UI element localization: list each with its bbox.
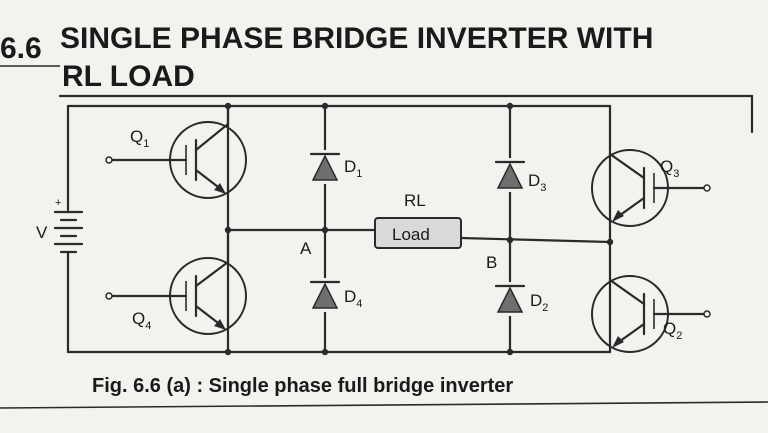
d1-label-name: D: [344, 157, 356, 176]
q3-label: Q3: [660, 157, 679, 180]
dc-source: [53, 210, 84, 254]
d2-label-sub: 2: [542, 302, 548, 314]
diode-d2: [494, 282, 526, 316]
q3-gate-terminal: [703, 184, 711, 192]
load-box-text: Load: [392, 225, 430, 244]
q2-gate-terminal: [703, 310, 711, 318]
transistor-q3: [591, 149, 706, 227]
d4-label-name: D: [344, 287, 356, 306]
d3-label-sub: 3: [540, 182, 546, 194]
q1-label-name: Q: [130, 127, 143, 146]
q2-label-sub: 2: [676, 330, 682, 342]
q4-label-sub: 4: [145, 320, 151, 332]
d2-label: D2: [530, 291, 548, 314]
q4-gate-terminal: [105, 292, 113, 300]
figure-caption: Fig. 6.6 (a) : Single phase full bridge …: [92, 375, 513, 397]
caption-rule: [0, 401, 768, 409]
q1-label-sub: 1: [143, 138, 149, 150]
d3-label: D3: [528, 171, 546, 194]
diode-d4: [309, 278, 341, 312]
d3-label-name: D: [528, 171, 540, 190]
q2-label-name: Q: [663, 319, 676, 338]
header-box-border: [58, 94, 754, 134]
load-rl-label: RL: [404, 191, 426, 210]
d4-label: D4: [344, 287, 362, 310]
q1-gate-terminal: [105, 156, 113, 164]
source-voltage-label: V: [36, 223, 48, 242]
transistor-q4: [110, 228, 247, 335]
junction-dots: [224, 102, 614, 356]
q3-label-name: Q: [660, 157, 673, 176]
d4-label-sub: 4: [356, 298, 362, 310]
q3-label-sub: 3: [673, 168, 679, 180]
q2-label: Q2: [663, 319, 682, 342]
node-b-wire: [459, 236, 612, 244]
d2-label-name: D: [530, 291, 542, 310]
rl-load-box: [374, 217, 462, 249]
node-a-label: A: [300, 239, 312, 258]
diode-d3: [494, 158, 526, 192]
section-number: 6.6: [0, 32, 42, 65]
transistor-q1: [110, 104, 247, 199]
source-plus-label: +: [55, 197, 61, 209]
q4-label: Q4: [132, 309, 151, 332]
q4-label-name: Q: [132, 309, 145, 328]
diode-d1: [309, 150, 341, 184]
section-title-line1: SINGLE PHASE BRIDGE INVERTER WITH: [60, 22, 653, 55]
d1-label-sub: 1: [356, 168, 362, 180]
d1-label: D1: [344, 157, 362, 180]
q1-label: Q1: [130, 127, 149, 150]
node-b-label: B: [486, 253, 497, 272]
transistor-q2: [591, 275, 706, 353]
section-title-line2: RL LOAD: [62, 60, 195, 93]
